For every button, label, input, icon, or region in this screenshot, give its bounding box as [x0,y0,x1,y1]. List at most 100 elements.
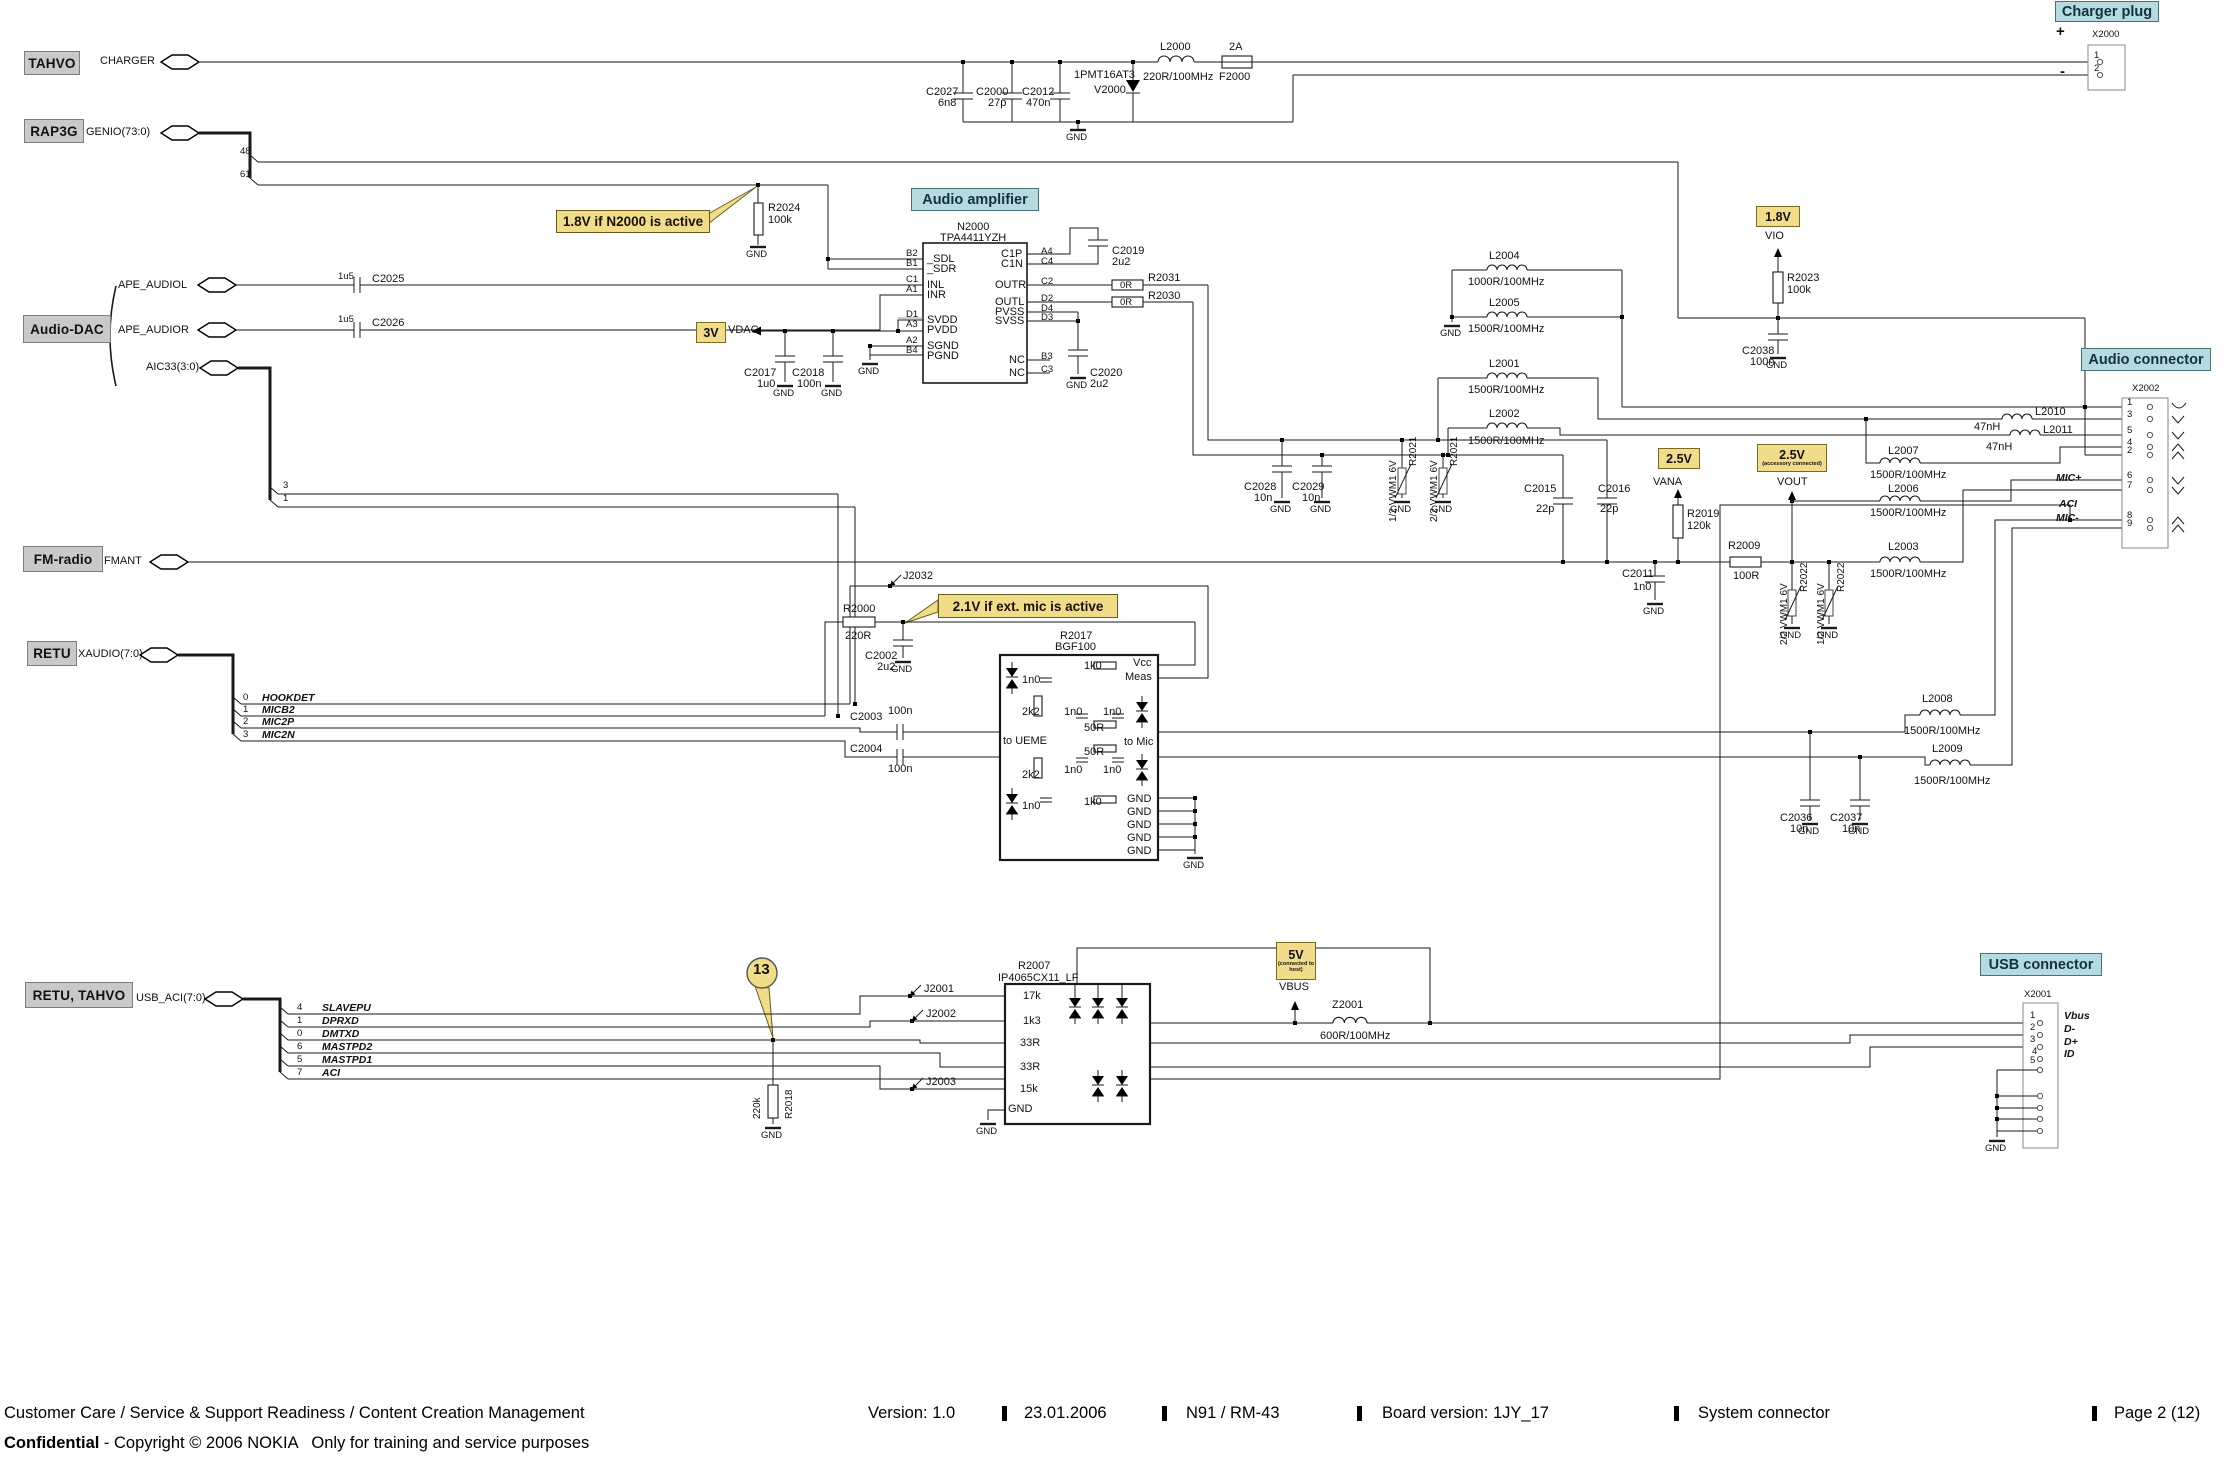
label-tomic: to Mic [1124,736,1154,748]
label-b2: B2 [906,248,918,259]
label-1500r100mhz: 1500R/100MHz [1904,725,1981,737]
label-c4: C4 [1041,256,1054,267]
label-1pmt16at3: 1PMT16AT3 [1074,69,1135,81]
label-47nh: 47nH [1986,441,2013,453]
label-x2002: X2002 [2132,383,2160,394]
footer-page: Page 2 (12) [2114,1404,2201,1422]
vout-flag: 2.5V(accessory connected) [1757,444,1827,472]
label-c2004: C2004 [850,743,883,755]
label-3: 3 [2127,409,2133,420]
vdac-flag: 3V [696,322,726,343]
label-mastpd2: MASTPD2 [322,1041,373,1053]
label-gnd: GND [746,249,768,260]
label-c2: C2 [1041,276,1054,287]
label-j2003: J2003 [926,1076,956,1088]
label-47nh: 47nH [1974,421,2001,433]
label-2u2: 2u2 [1090,378,1109,390]
label-r2009: R2009 [1728,540,1761,552]
label-gnd: GND [1440,328,1462,339]
label-c2027: C2027 [926,86,959,98]
label-1n0: 1n0 [1103,764,1122,776]
label-r2018: R2018 [784,1089,795,1119]
label-l2000: L2000 [1160,41,1191,53]
label-tpa4411yzh: TPA4411YZH [940,232,1007,244]
label-gnd: GND [821,388,843,399]
label-j2001: J2001 [924,983,954,995]
label-a3: A3 [906,319,918,330]
label-c1: C1 [906,274,919,285]
net-aic33: AIC33(3:0) [146,361,200,373]
callout-n2000: 1.8V if N2000 is active [556,210,710,233]
label-x2000: X2000 [2092,29,2120,40]
label-1k0: 1k0 [1084,660,1102,672]
label-r2030: R2030 [1148,290,1181,302]
label-3: 3 [283,480,289,491]
label-1500r100mhz: 1500R/100MHz [1870,507,1947,519]
label-7: 7 [2127,480,2133,491]
label-outl: OUTL [995,296,1025,308]
label-gnd: GND [1127,793,1152,805]
label-220k: 220k [752,1097,763,1119]
label-100n: 100n [797,378,822,390]
label-r2024: R2024 [768,202,801,214]
label-2: 2 [2030,1022,2036,1033]
label-r2021: R2021 [1449,436,1460,466]
label-d1: D1 [906,309,919,320]
label-1u5: 1u5 [338,314,354,325]
label-gnd: GND [1985,1143,2007,1154]
label-2u2: 2u2 [877,661,896,673]
label-ip4065cx11lf: IP4065CX11_LF [998,972,1079,984]
label-mic+: MIC+ [2056,472,2082,484]
balloon-13-label: 13 [753,961,770,978]
label-id: ID [2064,1048,2075,1060]
label-nc: NC [1009,367,1025,379]
label-gnd: GND [1127,845,1152,857]
retu: RETU [27,641,77,666]
net-fmant: FMANT [104,555,142,567]
label-gnd: GND [1127,806,1152,818]
label-vdac: VDAC [728,324,759,336]
footer-date: 23.01.2006 [1024,1404,1107,1422]
label-8: 8 [2127,510,2133,521]
label-gnd: GND [1183,860,1205,871]
label-l2008: L2008 [1922,693,1953,705]
audio-connector-title: Audio connector [2081,348,2211,371]
label-1: 1 [297,1015,303,1026]
label-1500r100mhz: 1500R/100MHz [1468,323,1545,335]
label-3: 3 [243,729,249,740]
label-100k: 100k [1787,284,1811,296]
label-1n0: 1n0 [1064,706,1083,718]
net-genio: GENIO(73:0) [86,126,151,138]
label-toueme: to UEME [1003,735,1048,747]
label-gnd: GND [1780,630,1802,641]
label-r2022: R2022 [1836,562,1847,592]
label-l2009: L2009 [1932,743,1963,755]
net-xaudio: XAUDIO(7:0) [78,648,143,660]
vio-flag: 1.8V [1756,206,1800,227]
label-10n: 10n [1254,492,1273,504]
footer-sep [1162,1406,1167,1421]
label-6: 6 [297,1041,303,1052]
label-33r: 33R [1020,1037,1041,1049]
label-c1n: C1N [1001,258,1024,270]
label-j2002: J2002 [926,1008,956,1020]
label-dmtxd: DMTXD [322,1028,360,1040]
label-r2017: R2017 [1060,630,1093,642]
label-vcc: Vcc [1133,657,1152,669]
label-a2: A2 [906,335,918,346]
fm-radio: FM-radio [23,546,103,572]
label-15k: 15k [1020,1083,1038,1095]
label-r2007: R2007 [1018,960,1051,972]
label-0r: 0R [1120,280,1133,291]
label-f2000: F2000 [1219,71,1251,83]
footer-board: Board version: 1JY_17 [1382,1404,1549,1422]
label-33r: 33R [1020,1061,1041,1073]
label-sgnd: SGND [927,340,959,352]
label-0r: 0R [1120,297,1133,308]
label-2: 2 [2094,63,2100,74]
label-vout: VOUT [1777,476,1808,488]
footer-section: System connector [1698,1404,1831,1422]
label-pvss: PVSS [995,306,1025,318]
retu-tahvo: RETU, TAHVO [25,982,133,1008]
